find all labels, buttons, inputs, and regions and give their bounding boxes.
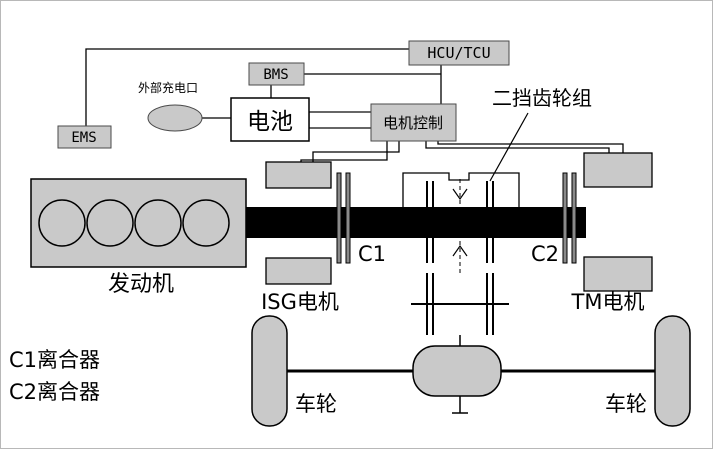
drive-shaft xyxy=(246,207,586,238)
bms-label: BMS xyxy=(263,67,288,83)
wheel-right xyxy=(654,315,691,427)
engine-cylinder-4 xyxy=(182,199,230,247)
engine-label: 发动机 xyxy=(108,272,174,297)
battery-connector xyxy=(308,111,374,129)
mc-to-isg-wire-1 xyxy=(312,141,400,162)
wheel-right-label: 车轮 xyxy=(605,392,647,416)
legend-c2: C2离合器 xyxy=(9,380,100,404)
c1-clutch-plate-2 xyxy=(345,172,351,264)
ems-label: EMS xyxy=(71,130,96,146)
control-wiring xyxy=(85,48,624,162)
legend: C1离合器 C2离合器 xyxy=(9,348,100,404)
mc-to-tm-wire-1 xyxy=(425,141,610,153)
isg-motor-lower xyxy=(265,257,332,285)
engine: 发动机 xyxy=(30,178,247,297)
gear-set-callout: 二挡齿轮组 xyxy=(489,86,592,182)
motor-control-label: 电机控制 xyxy=(383,114,443,132)
gearbox-housing xyxy=(402,172,520,208)
c1-clutch-plate-1 xyxy=(336,172,342,264)
control-boxes: HCU/TCU BMS EMS 电机控制 电池 外部充电口 xyxy=(57,40,510,149)
gear-set xyxy=(402,172,520,346)
mc-to-tm-wire-2 xyxy=(437,141,624,153)
battery-box xyxy=(230,97,310,142)
c2-clutch-plate-2 xyxy=(571,172,577,264)
engine-cylinder-3 xyxy=(134,199,182,247)
c1-clutch: C1 xyxy=(336,172,386,266)
isg-motor-label: ISG电机 xyxy=(261,290,339,314)
synchro-arrow-upper xyxy=(452,188,468,201)
wheel-left-label: 车轮 xyxy=(295,392,337,416)
bms-box xyxy=(248,62,305,86)
wheel-left xyxy=(251,315,288,427)
engine-cylinder-1 xyxy=(38,199,86,247)
ems-to-hcu-wire xyxy=(85,48,409,126)
tm-motor-upper xyxy=(583,152,653,188)
motor-control-box xyxy=(370,103,457,142)
c1-label: C1 xyxy=(358,242,386,266)
isg-motor-upper xyxy=(265,161,332,189)
ems-box xyxy=(57,125,112,149)
isg-motor: ISG电机 xyxy=(261,161,339,314)
tm-motor-lower xyxy=(583,256,653,292)
differential xyxy=(412,345,502,397)
c2-label: C2 xyxy=(531,242,559,266)
c2-clutch-plate-1 xyxy=(562,172,568,264)
axle-assembly: 车轮 车轮 xyxy=(251,315,691,427)
charge-port-shape xyxy=(147,104,203,132)
hcu-tcu-box xyxy=(408,40,510,66)
mc-to-isg-wire-2 xyxy=(300,141,388,162)
tm-motor-label: TM电机 xyxy=(571,290,645,314)
battery-label: 电池 xyxy=(247,109,293,135)
engine-cylinder-2 xyxy=(86,199,134,247)
hcu-tcu-label: HCU/TCU xyxy=(427,44,490,62)
gear-set-pointer xyxy=(489,112,529,182)
legend-c1: C1离合器 xyxy=(9,348,100,372)
synchro-arrow-lower xyxy=(452,244,468,257)
charge-port-label: 外部充电口 xyxy=(138,80,198,95)
c2-clutch: C2 xyxy=(531,172,577,266)
gear-set-label: 二挡齿轮组 xyxy=(492,86,592,110)
tm-motor: TM电机 xyxy=(571,152,653,314)
